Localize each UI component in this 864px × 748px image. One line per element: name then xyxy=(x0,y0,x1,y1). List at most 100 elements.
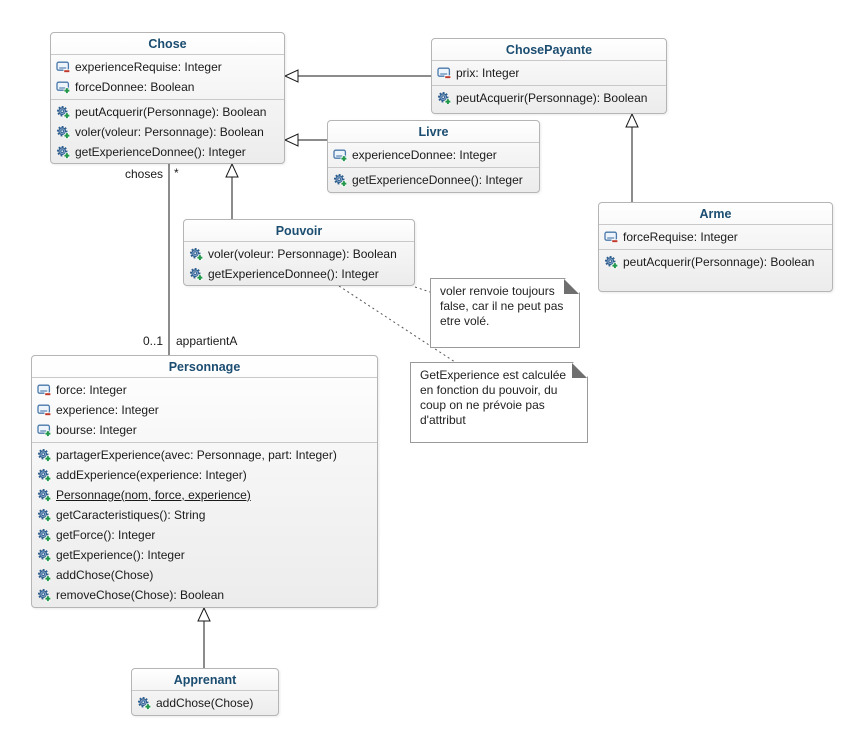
member-label: getExperienceDonnee(): Integer xyxy=(352,173,523,187)
attribute-member[interactable]: experience: Integer xyxy=(32,400,377,420)
class-livre[interactable]: Livre experienceDonnee: Integer getExper… xyxy=(327,120,540,193)
method-public-icon xyxy=(37,508,52,523)
association-multiplicity-star: * xyxy=(174,166,179,180)
member-label: peutAcquerir(Personnage): Boolean xyxy=(456,91,648,105)
operation-member[interactable]: getExperienceDonnee(): Integer xyxy=(184,264,414,284)
member-label: addChose(Chose) xyxy=(56,568,154,582)
member-label: peutAcquerir(Personnage): Boolean xyxy=(623,255,815,269)
attributes-compartment: experienceDonnee: Integer xyxy=(328,143,539,167)
attribute-member[interactable]: experienceDonnee: Integer xyxy=(328,145,539,165)
association-role-appartienta: appartientA xyxy=(176,334,238,348)
field-private-icon xyxy=(37,403,52,418)
attribute-member[interactable]: forceDonnee: Boolean xyxy=(51,77,284,97)
operation-member[interactable]: peutAcquerir(Personnage): Boolean xyxy=(599,252,832,272)
class-title: Pouvoir xyxy=(184,220,414,242)
methods-compartment: getExperienceDonnee(): Integer xyxy=(328,167,539,192)
class-personnage[interactable]: Personnage force: Integer experience: Int… xyxy=(31,355,378,608)
member-label: experienceDonnee: Integer xyxy=(352,148,497,162)
method-public-icon xyxy=(189,267,204,282)
operation-member[interactable]: addChose(Chose) xyxy=(32,565,377,585)
member-label: Personnage(nom, force, experience) xyxy=(56,488,251,502)
operation-member[interactable]: getForce(): Integer xyxy=(32,525,377,545)
methods-compartment: peutAcquerir(Personnage): Boolean voler(v… xyxy=(51,99,284,164)
methods-compartment: addChose(Chose) xyxy=(132,691,278,715)
member-label: getForce(): Integer xyxy=(56,528,156,542)
method-public-icon xyxy=(56,145,71,160)
member-label: forceRequise: Integer xyxy=(623,230,738,244)
inheritance-edge-livre-chose[interactable] xyxy=(283,133,327,147)
attribute-member[interactable]: bourse: Integer xyxy=(32,420,377,440)
class-chosepayante[interactable]: ChosePayante prix: Integer peutAcquerir(… xyxy=(431,38,667,114)
member-label: experience: Integer xyxy=(56,403,159,417)
operation-member[interactable]: getCaracteristiques(): String xyxy=(32,505,377,525)
operation-member[interactable]: peutAcquerir(Personnage): Boolean xyxy=(51,102,284,122)
association-role-choses: choses xyxy=(124,167,163,181)
method-public-icon xyxy=(604,255,619,270)
member-label: bourse: Integer xyxy=(56,423,137,437)
operation-member[interactable]: peutAcquerir(Personnage): Boolean xyxy=(432,88,666,108)
operation-member[interactable]: voler(voleur: Personnage): Boolean xyxy=(184,244,414,264)
class-title: Apprenant xyxy=(132,669,278,691)
operation-member[interactable]: addExperience(experience: Integer) xyxy=(32,465,377,485)
note-link-pouvoir-note-getexperience[interactable] xyxy=(338,285,456,363)
field-public-icon xyxy=(56,80,71,95)
member-label: voler(voleur: Personnage): Boolean xyxy=(208,247,397,261)
member-label: getExperienceDonnee(): Integer xyxy=(208,267,379,281)
attributes-compartment: forceRequise: Integer xyxy=(599,225,832,249)
field-private-icon xyxy=(437,66,452,81)
class-title: Chose xyxy=(51,33,284,55)
inheritance-edge-apprenant-personnage[interactable] xyxy=(197,606,211,668)
attributes-compartment: force: Integer experience: Integer bourse:… xyxy=(32,378,377,442)
member-label: getExperience(): Integer xyxy=(56,548,185,562)
note-voler[interactable]: voler renvoie toujours false, car il ne … xyxy=(430,278,580,348)
inheritance-edge-pouvoir-chose[interactable] xyxy=(225,162,239,219)
class-apprenant[interactable]: Apprenant addChose(Chose) xyxy=(131,668,279,716)
method-public-icon xyxy=(189,247,204,262)
member-label: addChose(Chose) xyxy=(156,696,254,710)
member-label: prix: Integer xyxy=(456,66,520,80)
operation-member[interactable]: getExperience(): Integer xyxy=(32,545,377,565)
note-getexperience[interactable]: GetExperience est calculée en fonction d… xyxy=(410,362,588,443)
inheritance-edge-arme-chosepayante[interactable] xyxy=(625,112,639,202)
operation-member[interactable]: voler(voleur: Personnage): Boolean xyxy=(51,122,284,142)
class-pouvoir[interactable]: Pouvoir voler(voleur: Personnage): Boole… xyxy=(183,219,415,286)
operation-member[interactable]: getExperienceDonnee(): Integer xyxy=(328,170,539,190)
note-link-pouvoir-note-voler[interactable] xyxy=(414,286,431,293)
method-public-icon xyxy=(333,173,348,188)
class-title: ChosePayante xyxy=(432,39,666,61)
attribute-member[interactable]: prix: Integer xyxy=(432,63,666,83)
method-public-icon xyxy=(437,91,452,106)
member-label: getExperienceDonnee(): Integer xyxy=(75,145,246,159)
method-public-icon xyxy=(37,568,52,583)
attribute-member[interactable]: experienceRequise: Integer xyxy=(51,57,284,77)
note-text: voler renvoie toujours false, car il ne … xyxy=(440,284,564,328)
methods-compartment: voler(voleur: Personnage): Boolean getExp… xyxy=(184,242,414,286)
field-public-icon xyxy=(333,148,348,163)
method-public-icon xyxy=(37,548,52,563)
class-arme[interactable]: Arme forceRequise: Integer peutAcquerir(… xyxy=(598,202,833,292)
field-private-icon xyxy=(37,383,52,398)
inheritance-edge-chosepayante-chose[interactable] xyxy=(283,69,431,83)
class-title: Arme xyxy=(599,203,832,225)
operation-member[interactable]: Personnage(nom, force, experience) xyxy=(32,485,377,505)
note-text: GetExperience est calculée en fonction d… xyxy=(420,368,567,427)
method-public-icon xyxy=(56,105,71,120)
operation-member[interactable]: getExperienceDonnee(): Integer xyxy=(51,142,284,162)
class-title: Livre xyxy=(328,121,539,143)
methods-compartment: peutAcquerir(Personnage): Boolean xyxy=(599,249,832,291)
association-multiplicity-0-1: 0..1 xyxy=(142,334,163,348)
method-public-icon xyxy=(37,528,52,543)
attribute-member[interactable]: forceRequise: Integer xyxy=(599,227,832,247)
field-private-icon xyxy=(604,230,619,245)
operation-member[interactable]: removeChose(Chose): Boolean xyxy=(32,585,377,605)
operation-member[interactable]: partagerExperience(avec: Personnage, par… xyxy=(32,445,377,465)
member-label: voler(voleur: Personnage): Boolean xyxy=(75,125,264,139)
attribute-member[interactable]: force: Integer xyxy=(32,380,377,400)
methods-compartment: peutAcquerir(Personnage): Boolean xyxy=(432,85,666,113)
class-title: Personnage xyxy=(32,356,377,378)
attributes-compartment: prix: Integer xyxy=(432,61,666,85)
operation-member[interactable]: addChose(Chose) xyxy=(132,693,278,713)
method-public-icon xyxy=(37,588,52,603)
